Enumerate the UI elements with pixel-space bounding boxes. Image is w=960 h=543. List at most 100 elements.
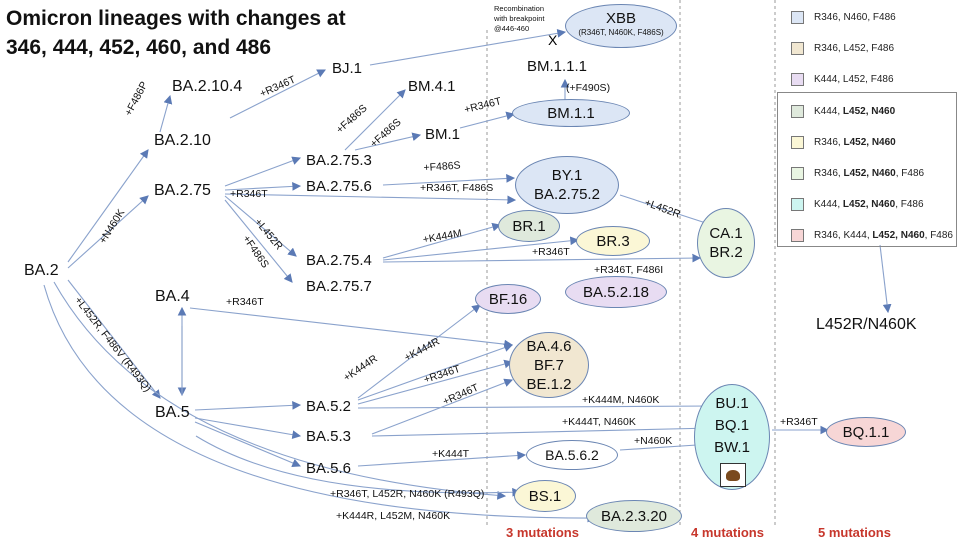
title-line-2: 346, 444, 452, 460, and 486 [6,36,272,59]
legend: R346, N460, F486 R346, L452, F486 K444, … [775,0,960,250]
node-ba2757: BA.2.75.7 [306,278,372,295]
node-bm1: BM.1 [425,126,461,143]
edge-ba2754-br2 [382,253,702,263]
node-bm11: BM.1.1 [512,99,630,127]
edge-ba5-ba52 [194,400,302,411]
xbb-mutations: (R346T, N460K, F486S) [578,28,664,37]
node-bu1-bq1-bw1: BU.1 BQ.1 BW.1 [694,384,770,490]
legend-text-8: R346, K444, L452, N460, F486 [814,229,953,241]
label-k444t-n460k: +K444T, N460K [562,416,636,428]
label-r346t-f486i: +R346T, F486I [594,264,664,276]
ba46-label: BA.4.6 [526,337,572,355]
label-r346t-br3: +R346T [532,246,570,258]
edge-ba210-bj1 [229,69,326,119]
node-ba2104: BA.2.10.4 [172,78,243,95]
footer-3-mutations: 3 mutations [506,525,579,540]
legend-row-1: R346, N460, F486 [775,2,896,32]
edge-ba2753-bm41 [344,89,406,151]
edge-ba56-ba562 [357,451,527,467]
label-ba2320-mutations: +K444R, L452M, N460K [336,510,451,522]
node-ca1-br2: CA.1 BR.2 [697,208,755,278]
label-r346t-bq11: +R346T [780,416,818,428]
label-r346t-ba46: +R346T [226,296,264,308]
bf7-label: BF.7 [533,356,564,374]
recombination-note: Recombination with breakpoint @446-460 [494,4,562,34]
legend-text-6: R346, L452, N460, F486 [814,167,925,179]
edge-ba5-bs1 [195,435,522,497]
node-ba5: BA.5 [155,404,190,421]
node-bs1: BS.1 [514,480,576,512]
legend-text-1: R346, N460, F486 [814,11,896,23]
label-k444t: +K444T [432,448,470,460]
edge-ba2-ba275 [67,195,149,269]
legend-swatch-4 [791,104,804,118]
recombination-line-1: Recombination [494,4,545,13]
recombination-line-3: @446-460 [494,24,530,33]
legend-row-6: R346, L452, N460, F486 [775,158,924,188]
ba2752-label: BA.2.75.2 [534,186,600,203]
edge-ba5-ba56 [194,421,302,468]
edge-ba275-ba2757 [224,199,293,283]
legend-swatch-8 [791,228,804,242]
by1-label: BY.1 [551,167,583,184]
edge-ba4-ba46 [189,307,514,349]
legend-row-7: K444, L452, N460, F486 [775,189,924,219]
edge-ba2754-br3 [382,236,580,261]
legend-swatch-7 [791,197,804,211]
edge-ba52-bu1 [357,401,714,411]
legend-bold-frame [777,92,957,247]
edge-legend-l452r [879,244,892,314]
edge-ba210-ba2104 [159,94,173,133]
node-bf16: BF.16 [475,284,541,314]
legend-swatch-3 [791,72,804,86]
node-ba2756: BA.2.75.6 [306,178,372,195]
label-bs1-mutations: +R346T, L452R, N460K (R493Q) [330,488,485,500]
node-ba2754: BA.2.75.4 [306,252,372,269]
node-bm41: BM.4.1 [408,78,456,95]
node-ba275: BA.2.75 [154,182,211,199]
poop-icon [720,463,746,487]
node-br1: BR.1 [498,210,560,242]
legend-text-7: K444, L452, N460, F486 [814,198,924,210]
legend-text-3: K444, L452, F486 [814,73,894,85]
legend-text-2: R346, L452, F486 [814,42,895,54]
label-f490s: (+F490S) [566,82,611,94]
edge-ba52-bf7 [357,359,514,405]
node-ba562: BA.5.6.2 [526,440,618,470]
edge-by1-ca1 [619,194,714,227]
label-k444m-n460k: +K444M, N460K [582,394,660,406]
legend-swatch-1 [791,10,804,24]
node-ba53: BA.5.3 [306,428,352,445]
edge-ba275-ba2754 [224,195,297,257]
ca1-label: CA.1 [709,225,743,242]
legend-row-5: R346, L452, N460 [775,127,896,157]
footer-4-mutations: 4 mutations [691,525,764,540]
legend-text-4: K444, L452, N460 [814,105,896,117]
xbb-label: XBB [605,10,636,27]
node-ba4: BA.4 [155,288,190,305]
bw1-label: BW.1 [714,439,750,456]
node-l452r-n460k: L452R/N460K [816,316,917,333]
bq1-label: BQ.1 [714,417,750,434]
edge-ba2753-bm1 [354,132,422,151]
edge-ba52-bf16 [357,304,481,399]
node-bq11: BQ.1.1 [826,417,906,447]
node-bj1: BJ.1 [332,60,363,77]
node-bm111: BM.1.1.1 [527,58,588,75]
node-ba46-bf7-be12: BA.4.6 BF.7 BE.1.2 [509,332,589,398]
legend-swatch-2 [791,41,804,55]
node-ba56: BA.5.6 [306,460,352,477]
edge-ba5-ba53 [194,417,302,440]
legend-text-5: R346, L452, N460 [814,136,896,148]
edge-ba275-ba2756 [224,182,302,191]
legend-swatch-5 [791,135,804,149]
edge-ba2756-by1 [382,174,516,186]
node-ba2753: BA.2.75.3 [306,152,372,169]
label-r346t-f486s: +R346T, F486S [420,182,494,194]
edge-ba53-bq1 [371,423,714,437]
edge-ba2-bs1 [53,281,507,500]
edge-ba2754-br1 [382,222,502,259]
node-ba210: BA.2.10 [154,132,211,149]
legend-swatch-6 [791,166,804,180]
